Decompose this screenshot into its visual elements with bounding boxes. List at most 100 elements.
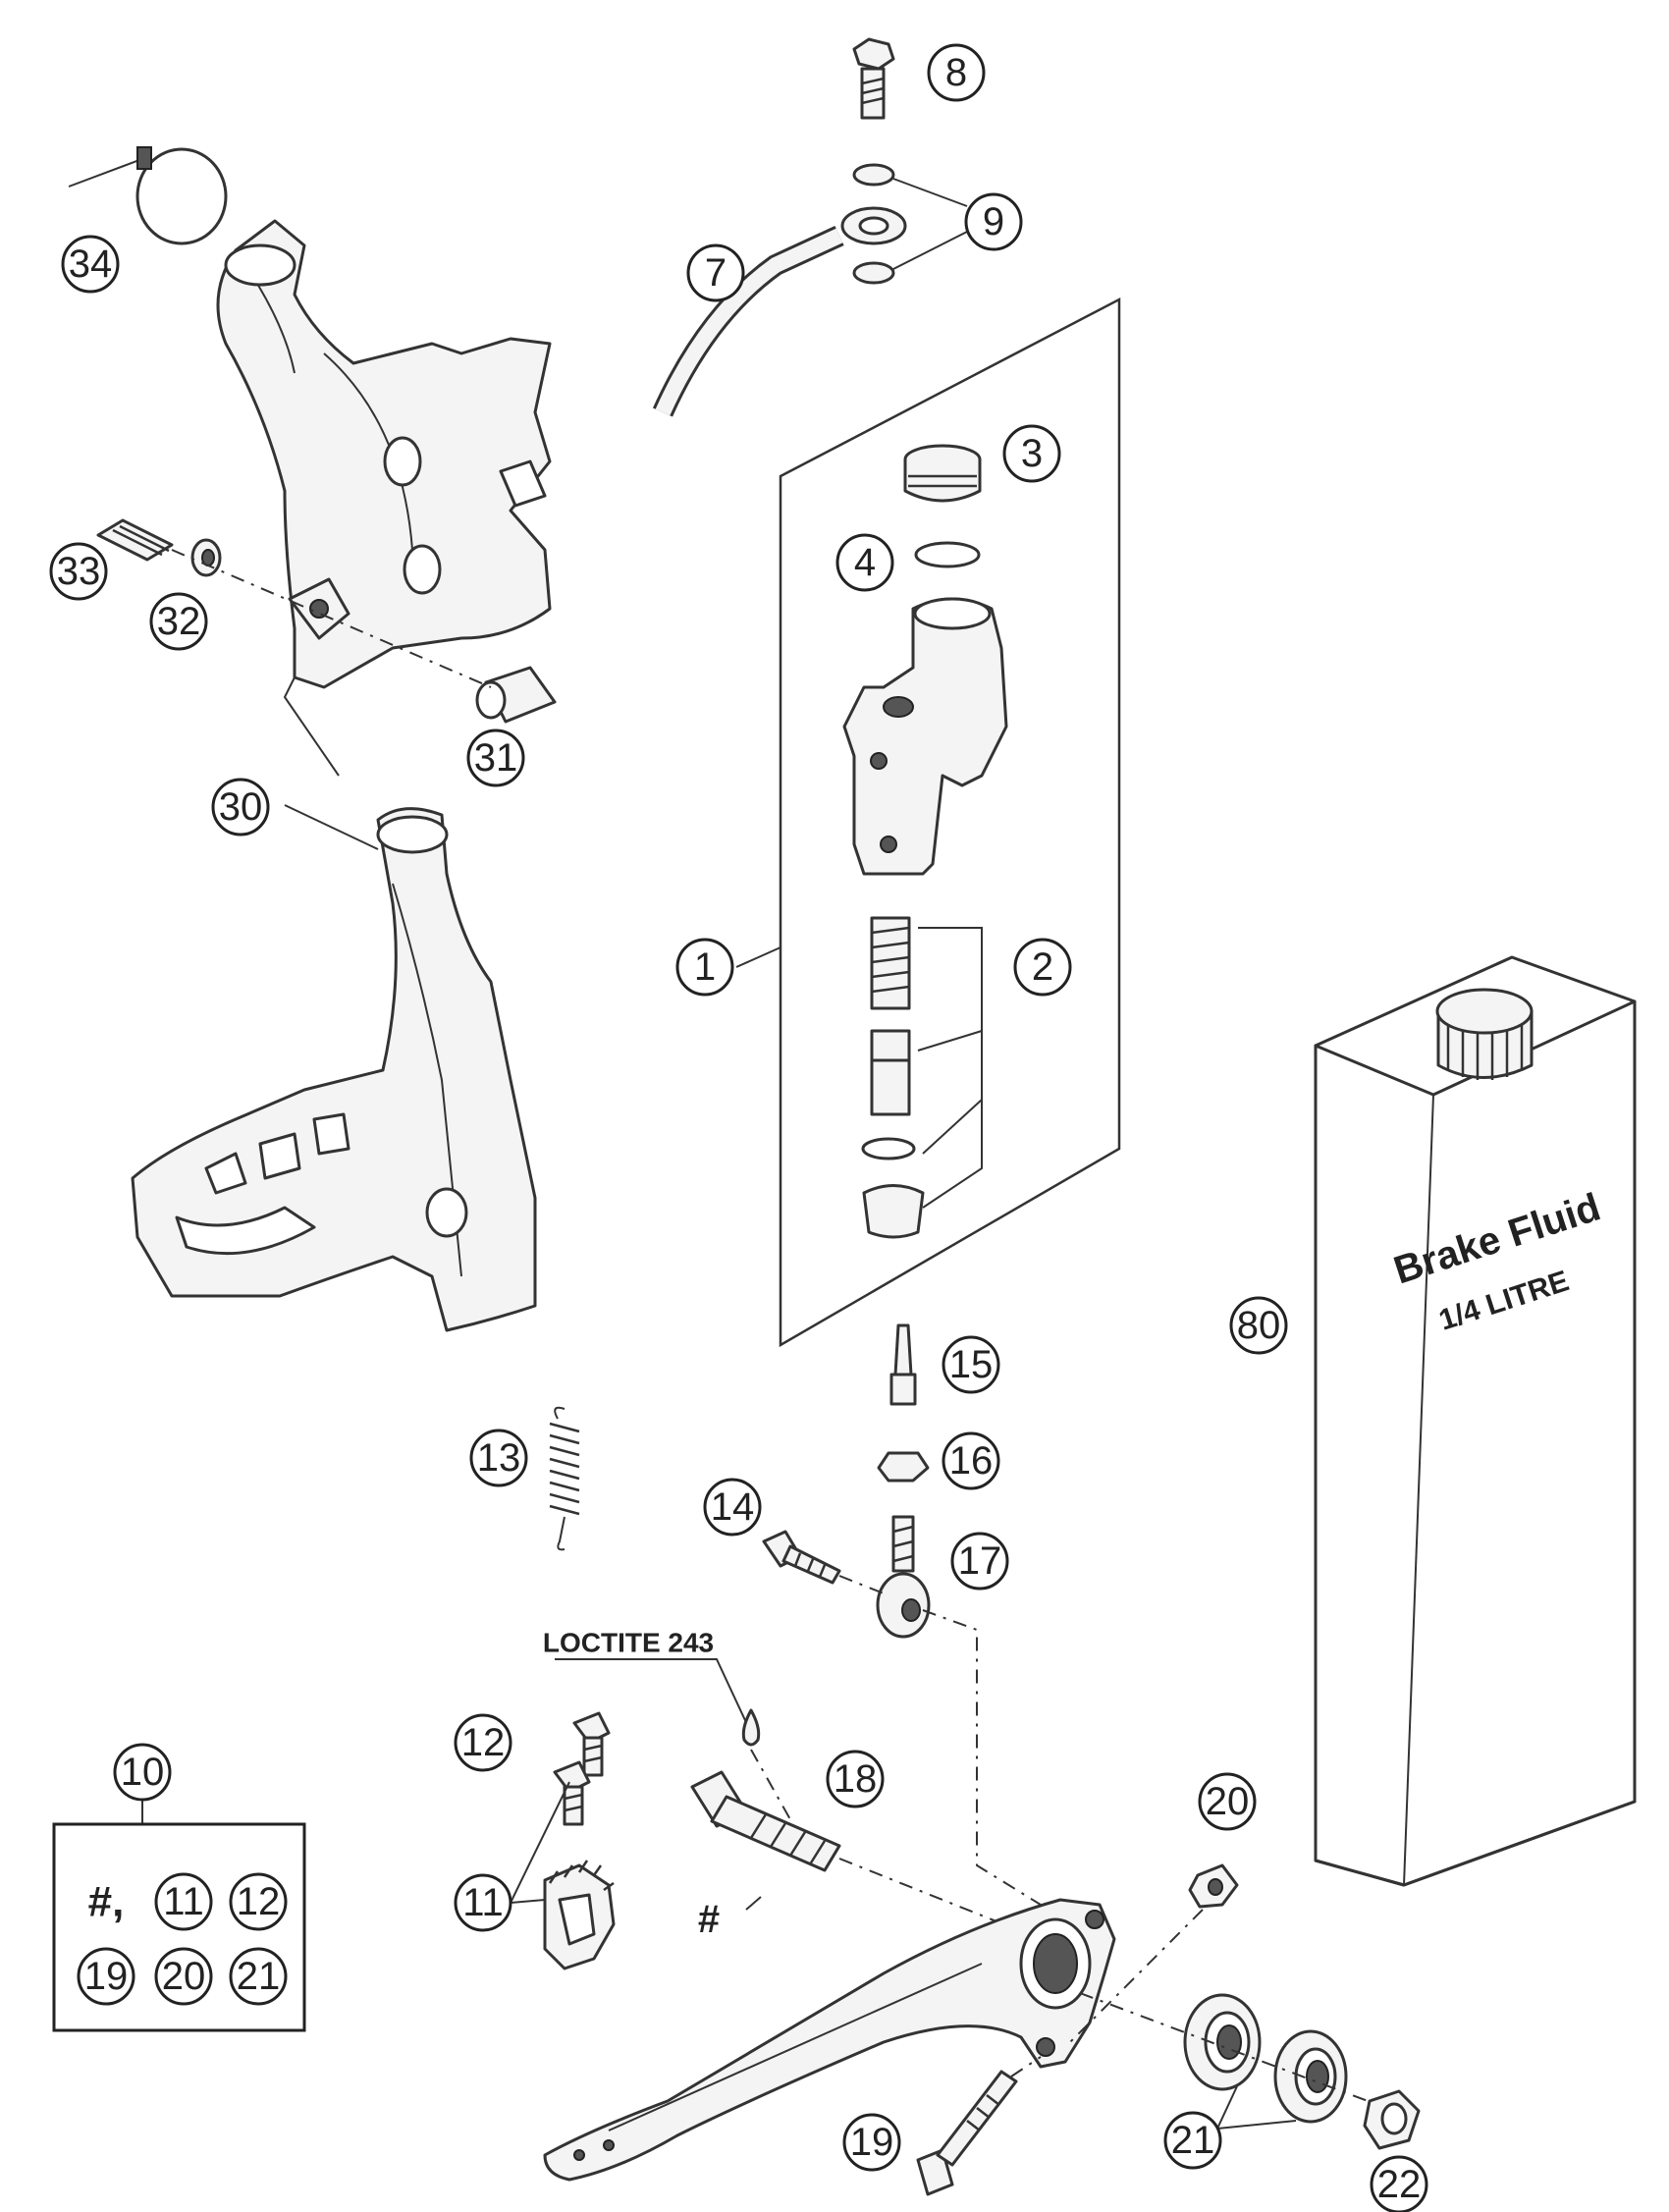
svg-text:21: 21 bbox=[1171, 2119, 1215, 2162]
piston-kit-2 bbox=[861, 916, 925, 1239]
callout-11: 11 bbox=[454, 1873, 512, 1932]
loctite-leader bbox=[555, 1658, 752, 1734]
svg-text:12: 12 bbox=[237, 1880, 281, 1923]
svg-text:7: 7 bbox=[705, 251, 727, 295]
piston-kit-bracket bbox=[917, 927, 983, 1209]
callout-9: 9 bbox=[964, 192, 1023, 251]
leader-lines bbox=[141, 178, 1297, 2130]
svg-text:20: 20 bbox=[162, 1955, 206, 1998]
loctite-label: LOCTITE 243 bbox=[543, 1628, 714, 1658]
bolt-33 bbox=[96, 518, 174, 562]
bolt-12b bbox=[553, 1760, 591, 1826]
svg-text:19: 19 bbox=[850, 2121, 894, 2164]
sealing-washer-top bbox=[852, 163, 895, 187]
svg-text:34: 34 bbox=[69, 243, 113, 286]
callout-15: 15 bbox=[942, 1335, 1000, 1394]
svg-text:19: 19 bbox=[84, 1955, 129, 1998]
callout-4: 4 bbox=[835, 533, 894, 592]
callout-12: 12 bbox=[454, 1713, 512, 1772]
brake-step-11 bbox=[543, 1860, 616, 1970]
svg-text:32: 32 bbox=[157, 600, 201, 643]
callout-3: 3 bbox=[1002, 424, 1061, 483]
hash-marker: # bbox=[698, 1898, 720, 1941]
master-cylinder-body bbox=[842, 597, 1008, 876]
washer-32 bbox=[190, 538, 222, 577]
callout-32: 32 bbox=[149, 592, 208, 651]
kit-box-prefix: #, bbox=[88, 1878, 125, 1926]
kit-item-20: 20 bbox=[154, 1947, 213, 2006]
kit-item-21: 21 bbox=[229, 1947, 288, 2006]
o-ring-4 bbox=[914, 541, 981, 568]
svg-text:8: 8 bbox=[945, 51, 967, 94]
svg-text:30: 30 bbox=[219, 785, 263, 829]
callout-31: 31 bbox=[466, 728, 525, 787]
pivot-bolt-18 bbox=[690, 1770, 841, 1872]
frame-guard-lower bbox=[131, 807, 537, 1332]
svg-text:80: 80 bbox=[1237, 1304, 1281, 1347]
callout-20: 20 bbox=[1198, 1772, 1257, 1831]
svg-text:4: 4 bbox=[854, 541, 876, 584]
sealing-washer-bottom bbox=[852, 261, 895, 285]
foot-brake-lever bbox=[543, 1898, 1116, 2182]
callout-1: 1 bbox=[675, 938, 734, 997]
svg-text:9: 9 bbox=[983, 200, 1004, 243]
svg-text:31: 31 bbox=[474, 736, 518, 780]
callout-34: 34 bbox=[61, 235, 120, 294]
frame-guard-upper bbox=[216, 219, 552, 689]
bolt-12a bbox=[572, 1711, 611, 1777]
bearing-21b bbox=[1273, 2029, 1348, 2124]
loctite-drop bbox=[741, 1708, 761, 1747]
svg-text:18: 18 bbox=[834, 1757, 878, 1801]
svg-text:12: 12 bbox=[461, 1721, 506, 1764]
fork-to-lever-line bbox=[922, 1609, 1042, 1906]
brake-fluid-can bbox=[1314, 955, 1637, 1887]
callout-17: 17 bbox=[950, 1532, 1009, 1591]
svg-text:15: 15 bbox=[949, 1343, 994, 1386]
svg-text:17: 17 bbox=[958, 1539, 1002, 1583]
callout-33: 33 bbox=[49, 542, 108, 601]
svg-text:16: 16 bbox=[949, 1439, 994, 1483]
svg-text:22: 22 bbox=[1377, 2163, 1422, 2206]
sleeve-31 bbox=[475, 666, 557, 724]
callout-7: 7 bbox=[686, 243, 745, 302]
fork-head-17 bbox=[876, 1515, 931, 1639]
svg-text:11: 11 bbox=[163, 1880, 204, 1923]
nut-16 bbox=[877, 1451, 930, 1483]
push-rod-15 bbox=[889, 1323, 917, 1406]
master-cylinder-kit-outline bbox=[779, 297, 1121, 1348]
kit-box: #, 11 12 19 20 21 bbox=[52, 1822, 306, 2032]
bolt-19 bbox=[916, 2070, 1018, 2196]
callout-10: 10 bbox=[113, 1743, 172, 1802]
callout-2: 2 bbox=[1013, 938, 1072, 997]
callout-8: 8 bbox=[927, 43, 986, 102]
bolt-14 bbox=[762, 1530, 841, 1585]
svg-text:33: 33 bbox=[57, 550, 101, 593]
bearing-21a bbox=[1183, 1993, 1262, 2091]
callout-14: 14 bbox=[703, 1478, 762, 1537]
banjo-bolt-8 bbox=[852, 37, 895, 120]
svg-text:11: 11 bbox=[462, 1881, 504, 1924]
callout-19: 19 bbox=[842, 2113, 901, 2172]
svg-text:13: 13 bbox=[477, 1436, 521, 1480]
callout-80: 80 bbox=[1229, 1296, 1288, 1355]
callout-30: 30 bbox=[211, 778, 270, 836]
nut-20 bbox=[1188, 1863, 1239, 1909]
reservoir-cap-3 bbox=[903, 444, 982, 503]
bushing-22 bbox=[1363, 2089, 1421, 2150]
callout-21: 21 bbox=[1163, 2111, 1222, 2170]
svg-text:1: 1 bbox=[694, 945, 716, 989]
callout-18: 18 bbox=[826, 1750, 885, 1808]
svg-text:14: 14 bbox=[711, 1485, 755, 1529]
spring-13 bbox=[549, 1406, 580, 1551]
callout-13: 13 bbox=[469, 1429, 528, 1487]
svg-text:20: 20 bbox=[1206, 1780, 1250, 1823]
kit-item-11: 11 bbox=[154, 1872, 213, 1931]
svg-text:10: 10 bbox=[121, 1751, 165, 1794]
kit-item-12: 12 bbox=[229, 1872, 288, 1931]
brake-hose-7 bbox=[652, 206, 907, 417]
svg-text:21: 21 bbox=[237, 1955, 281, 1998]
callout-16: 16 bbox=[942, 1431, 1000, 1490]
cable-tie bbox=[68, 146, 228, 245]
svg-text:3: 3 bbox=[1021, 432, 1043, 475]
